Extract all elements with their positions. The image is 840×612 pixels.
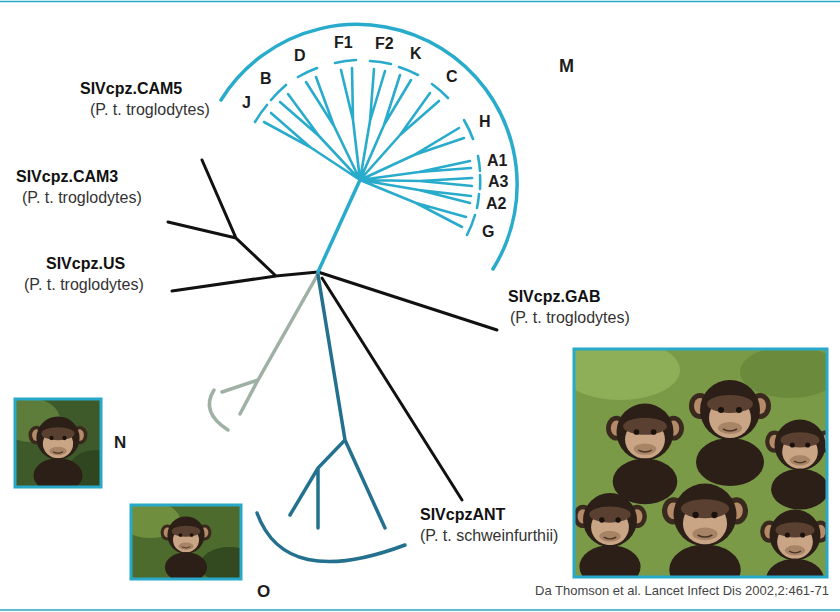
strain-label: SIVcpz.CAM3 [16,168,118,186]
chimp-photo-group [574,349,827,577]
chimp-lineages [318,272,497,330]
group-m-branch [221,24,517,269]
group-m-branch [221,24,517,272]
subtype-label: A2 [486,195,506,213]
chimp-photo-group [689,380,771,486]
subtype-label: F1 [334,34,353,52]
chimp-photo-medium [200,547,240,578]
chimp-photo-group [662,484,748,577]
group-label: N [114,433,126,453]
group-o-branch [257,513,405,562]
subtype-label: D [294,47,306,65]
frame-rule [0,609,840,611]
chimp-lineages [322,278,462,500]
chimp-photo-group [560,340,840,600]
subtype-label: G [482,223,494,241]
group-m-branch [318,180,360,272]
chimp-photo-small [16,400,100,486]
subtype-label: C [446,68,458,86]
strain-label: SIVcpz.GAB [508,288,600,306]
chimp-photo-medium [161,516,212,578]
group-n-branch [209,274,318,430]
chimp-photo-small [15,399,101,487]
chimp-photo-medium [132,506,240,578]
group-label: O [257,582,270,602]
group-label: M [559,56,574,77]
host-label: (P. t. troglodytes) [90,101,210,119]
host-label: (P. t. troglodytes) [24,276,144,294]
subtype-label: A3 [488,173,508,191]
subtype-label: K [410,45,422,63]
chimp-photo-group [760,510,826,577]
host-label: (P. t. schweinfurthii) [420,527,558,545]
source-citation: Da Thomson et al. Lancet Infect Dis 2002… [535,584,829,599]
group-n-branch [209,390,228,430]
subtype-label: H [479,113,491,131]
strain-label: SIVcpzANT [420,506,505,524]
strain-label: SIVcpz.US [46,255,125,273]
chimp-photo-medium [120,502,260,583]
chimp-lineages [168,160,318,291]
chimp-photo-group [575,493,647,576]
chimp-photo-group [765,420,826,510]
subtype-label: F2 [375,35,394,53]
chimp-photo-group [575,350,680,400]
strain-label: SIVcpz.CAM5 [80,80,182,98]
subtype-label: A1 [487,152,507,170]
group-o-branch [257,275,405,562]
group-m-branch [255,60,480,235]
subtype-label: B [260,70,272,88]
chimp-photo-group [606,404,684,505]
chimp-photo-small [28,416,87,486]
group-o-branch [290,275,385,528]
chimp-photo-small [0,398,121,493]
host-label: (P. t. troglodytes) [22,189,142,207]
frame-rule [0,1,840,3]
group-n-branch [222,274,318,414]
host-label: (P. t. troglodytes) [510,309,630,327]
chimp-photo-medium [131,505,241,579]
chimp-photo-group [575,350,826,576]
subtype-label: J [242,94,251,112]
